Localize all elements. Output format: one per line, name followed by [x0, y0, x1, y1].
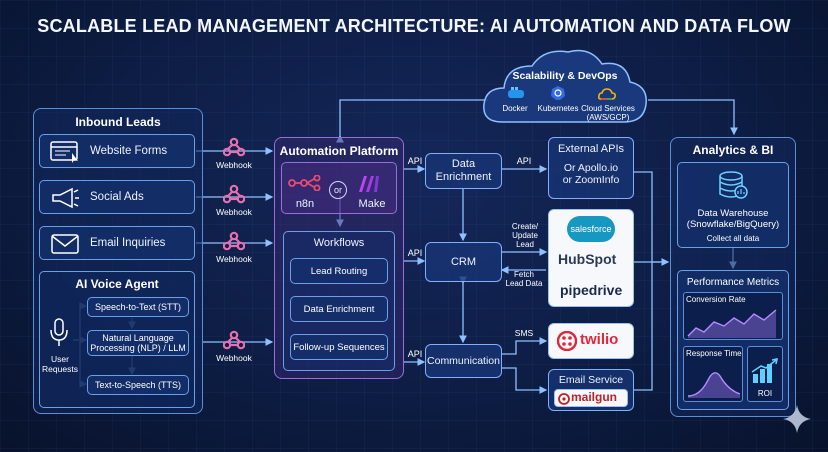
- conversion-rate-chart: [683, 292, 783, 340]
- webhook-icon: [222, 184, 246, 204]
- roi-bar-icon: [751, 358, 779, 383]
- cloud-services-icon: [597, 87, 616, 100]
- api-label-enrichment: API: [407, 156, 423, 166]
- megaphone-icon: [50, 187, 80, 209]
- response-time-curve: [687, 372, 741, 398]
- mailgun-badge: [554, 389, 628, 407]
- webhook-label-2: Webhook: [216, 207, 252, 217]
- or-badge: or: [329, 181, 347, 199]
- stt-step: Speech-to-Text (STT): [87, 297, 189, 317]
- external-apis-title: External APIs: [557, 143, 625, 155]
- twilio-logo-icon: [556, 330, 578, 352]
- docker-icon: [506, 86, 526, 100]
- fetch-lead-data-label: Fetch Lead Data: [505, 270, 543, 288]
- inbound-leads-title: Inbound Leads: [75, 115, 161, 129]
- api-label-crm: API: [407, 248, 423, 258]
- api-label-communication: API: [407, 349, 423, 359]
- workflow-data-enrichment[interactable]: Data Enrichment: [290, 296, 388, 322]
- roi-label: ROI: [757, 389, 773, 398]
- ai-voice-agent-title: AI Voice Agent: [75, 277, 159, 291]
- page-title: SCALABLE LEAD MANAGEMENT ARCHITECTURE: A…: [37, 16, 791, 36]
- webhook-label-3: Webhook: [216, 254, 252, 264]
- email-service-title: Email Service: [558, 374, 624, 386]
- tts-step: Text-to-Speech (TTS): [87, 375, 189, 395]
- webhook-label-4: Webhook: [216, 353, 252, 363]
- response-time-label: Response Time: [686, 349, 742, 358]
- crm-node[interactable]: CRM: [425, 242, 502, 282]
- microphone-icon: [48, 318, 70, 348]
- website-forms-label: Website Forms: [90, 145, 168, 157]
- conversion-rate-sparkline: [687, 309, 777, 338]
- n8n-label: n8n: [295, 198, 315, 210]
- data-enrichment-node[interactable]: Data Enrichment: [425, 153, 502, 189]
- website-form-icon: [50, 141, 80, 163]
- twilio-box[interactable]: [548, 323, 634, 359]
- user-requests-label: User Requests: [42, 354, 78, 374]
- kubernetes-label: Kubernetes: [537, 104, 579, 113]
- n8n-logo-icon: [288, 174, 322, 192]
- docker-label: Docker: [502, 104, 528, 113]
- make-label: Make: [358, 198, 386, 210]
- webhook-label-1: Webhook: [216, 160, 252, 170]
- cloud-services-label: Cloud Services (AWS/GCP): [581, 104, 635, 122]
- webhook-icon: [222, 330, 246, 350]
- workflows-title: Workflows: [313, 237, 365, 249]
- make-logo-icon: [357, 172, 383, 194]
- api-label-external: API: [516, 156, 532, 166]
- email-inquiries-label: Email Inquiries: [90, 237, 166, 249]
- webhook-icon: [222, 137, 246, 157]
- data-warehouse-subtitle: Collect all data: [706, 234, 760, 243]
- social-ads-card[interactable]: Social Ads: [39, 180, 195, 214]
- envelope-icon: [50, 233, 80, 255]
- mailgun-wordmark: mailgun: [571, 390, 618, 404]
- external-apis-box[interactable]: [548, 137, 634, 199]
- sparkle-icon: [783, 405, 811, 433]
- salesforce-logo: salesforce: [567, 216, 615, 242]
- workflow-lead-routing[interactable]: Lead Routing: [290, 258, 388, 284]
- workflow-follow-up-sequences[interactable]: Follow-up Sequences: [290, 334, 388, 360]
- webhook-icon: [222, 231, 246, 251]
- devops-title: Scalability & DevOps: [512, 70, 618, 82]
- twilio-wordmark: twilio: [580, 331, 619, 348]
- communication-node[interactable]: Communication: [425, 344, 502, 378]
- pipedrive-logo: pipedrive: [560, 282, 623, 298]
- mailgun-logo-icon: [558, 392, 570, 405]
- social-ads-label: Social Ads: [90, 191, 144, 203]
- data-warehouse-box[interactable]: [677, 162, 789, 248]
- database-icon: [717, 170, 749, 202]
- sms-label: SMS: [514, 328, 534, 338]
- performance-metrics-title: Performance Metrics: [686, 277, 780, 288]
- analytics-bi-title: Analytics & BI: [692, 143, 774, 157]
- external-apis-providers: Or Apollo.io or ZoomInfo: [562, 162, 620, 186]
- kubernetes-icon: [550, 85, 566, 101]
- cloud-shape: [483, 49, 647, 123]
- website-forms-card[interactable]: Website Forms: [39, 134, 195, 168]
- devops-cloud: Scalability & DevOps Docker Kubernetes C…: [480, 46, 650, 126]
- create-update-lead-label: Create/ Update Lead: [511, 222, 539, 249]
- email-inquiries-card[interactable]: Email Inquiries: [39, 226, 195, 260]
- automation-platform-title: Automation Platform: [279, 144, 399, 158]
- data-warehouse-title: Data Warehouse (Snowflake/BigQuery): [686, 208, 780, 230]
- conversion-rate-label: Conversion Rate: [686, 295, 746, 304]
- nlp-llm-step: Natural Language Processing (NLP) / LLM: [87, 330, 189, 356]
- hubspot-logo: HubSpot: [558, 251, 617, 267]
